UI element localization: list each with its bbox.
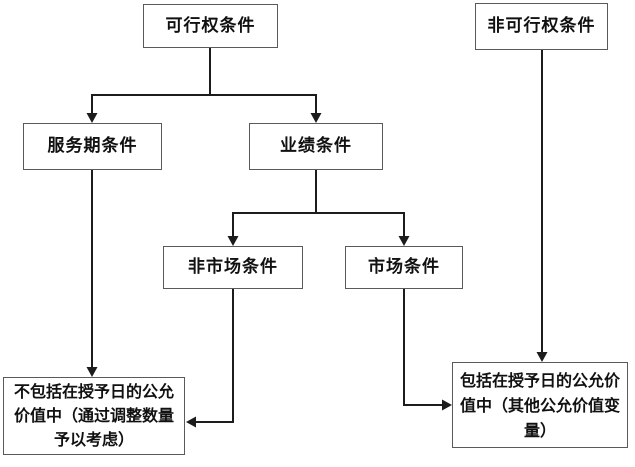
node-label: 业绩条件 xyxy=(280,136,352,157)
node-label: 服务期条件 xyxy=(47,136,138,157)
node-market-conditions: 市场条件 xyxy=(345,246,463,289)
node-excluded-from-grant-date-fair-value: 不包括在授予日的公允 价值中（通过调整数量 予以考虑） xyxy=(3,377,185,455)
edge-performance-to-children xyxy=(227,170,410,246)
node-label-line: 量） xyxy=(523,420,556,440)
node-included-in-grant-date-fair-value: 包括在授予日的公允价 值中（其他公允价值变 量） xyxy=(452,362,628,448)
node-performance-conditions: 业绩条件 xyxy=(249,123,383,170)
edge-service-to-excluded xyxy=(86,170,98,377)
edge-nonvesting-to-included xyxy=(536,50,548,362)
node-non-market-conditions: 非市场条件 xyxy=(163,246,303,289)
node-label-line: 予以考虑） xyxy=(53,430,134,449)
node-label: 非市场条件 xyxy=(188,257,278,278)
node-service-period-conditions: 服务期条件 xyxy=(23,123,162,170)
node-label-line: 不包括在授予日的公允 xyxy=(13,382,174,401)
node-label-line: 值中（其他公允价值变 xyxy=(459,395,620,415)
node-label-line: 包括在授予日的公允价 xyxy=(459,370,620,390)
node-label: 可行权条件 xyxy=(165,15,256,36)
edge-market-to-included xyxy=(403,289,452,411)
node-label: 市场条件 xyxy=(368,257,440,278)
node-label: 非可行权条件 xyxy=(487,16,596,37)
node-non-vesting-conditions: 非可行权条件 xyxy=(475,3,608,50)
node-vesting-conditions: 可行权条件 xyxy=(143,4,278,48)
edge-vesting-to-children xyxy=(86,48,322,123)
edge-nonmarket-to-excluded xyxy=(186,289,234,428)
node-label-line: 价值中（通过调整数量 xyxy=(13,406,174,425)
